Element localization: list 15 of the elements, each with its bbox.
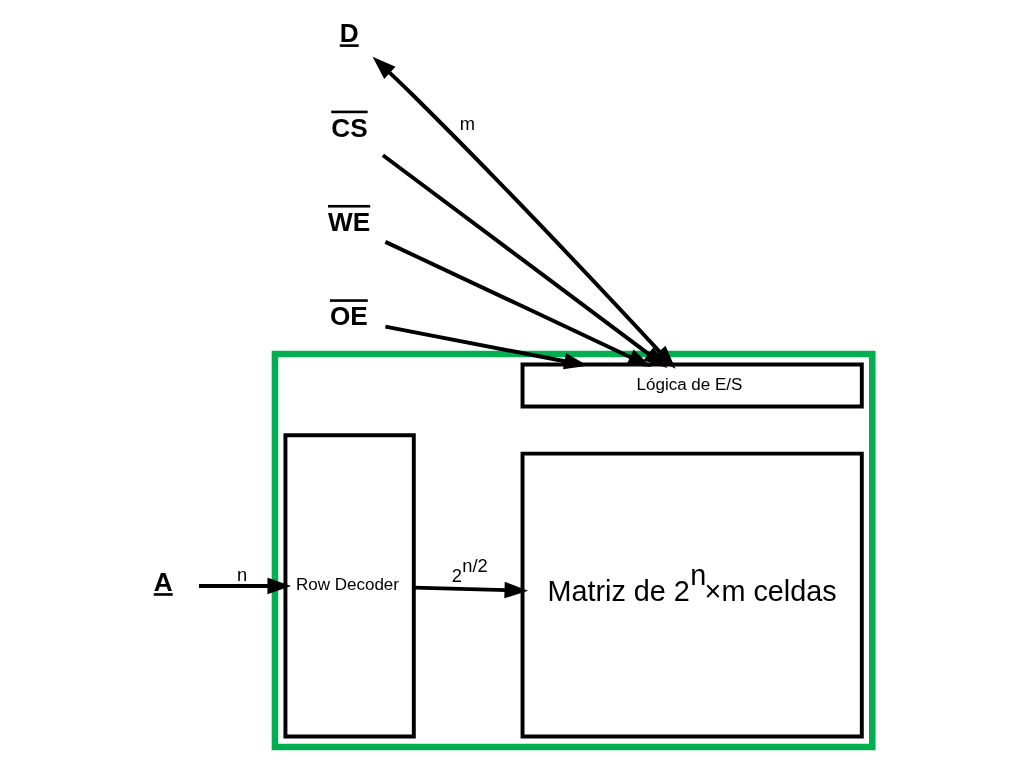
- arrow: [198, 577, 291, 595]
- node-box: Lógica de E/S: [520, 362, 864, 409]
- arrow: [384, 324, 588, 370]
- node-box: Row Decoder: [282, 433, 416, 739]
- arrow: [381, 153, 667, 368]
- node-text: D: [339, 18, 359, 49]
- node-text: OE: [329, 301, 368, 332]
- edge-label: n: [236, 563, 247, 585]
- node-text: CS: [330, 112, 368, 143]
- node-text: WE: [327, 206, 370, 237]
- arrow: [384, 240, 651, 367]
- arrow: [413, 581, 528, 599]
- edge-label: m: [459, 113, 475, 135]
- arrow: [372, 56, 675, 369]
- node-text: A: [153, 567, 173, 598]
